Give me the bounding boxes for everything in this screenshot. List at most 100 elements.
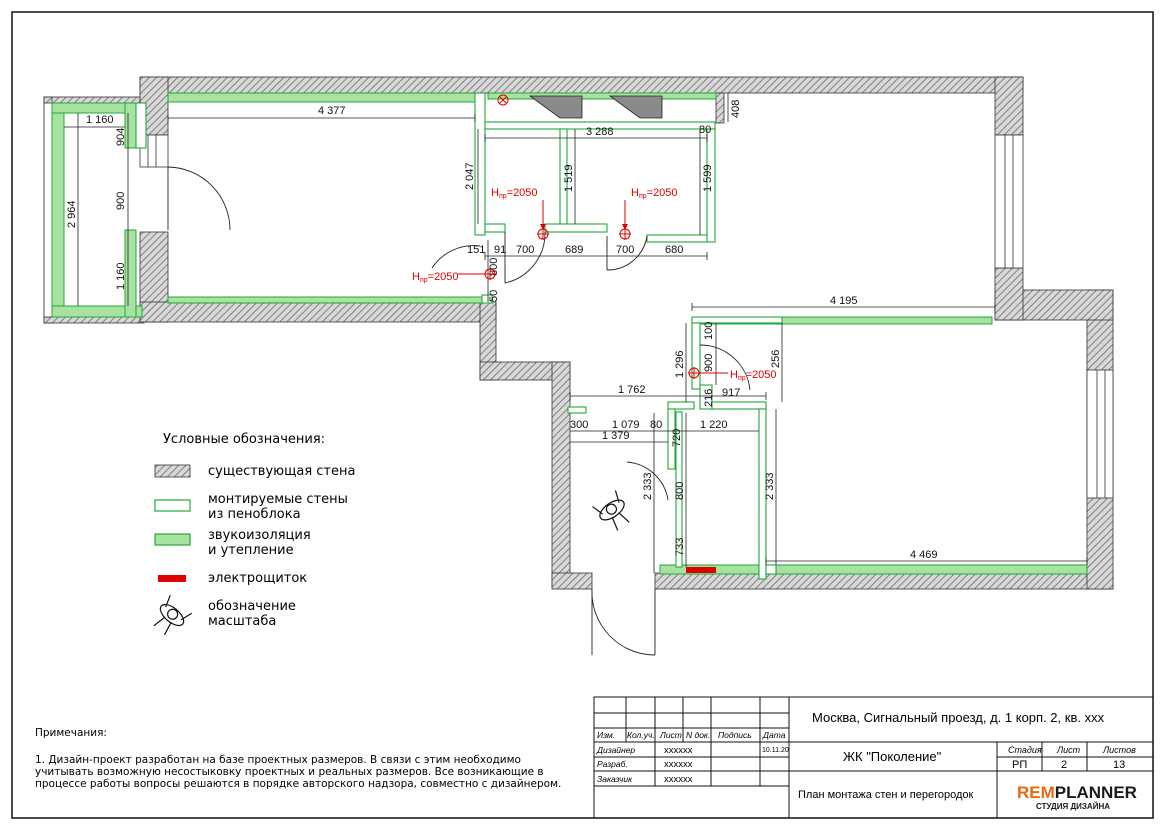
legend-label-new-wall-1: монтируемые стены [208, 492, 348, 507]
dim-4195: 4 195 [830, 295, 858, 307]
tb-header-izm: Изм. [597, 730, 615, 740]
height-marker-1: Hпр=2050 [491, 187, 549, 240]
tb-address: Москва, Сигнальный проезд, д. 1 корп. 2,… [812, 710, 1105, 725]
dim-80-top: 80 [699, 124, 711, 136]
legend-title: Условные обозначения: [163, 432, 325, 447]
dim-151: 151 [467, 244, 485, 256]
tb-stage-label: Стадия [1008, 745, 1042, 755]
tb-role-client: Заказчик [597, 774, 633, 784]
dim-300: 300 [570, 419, 588, 431]
height-marker-2: Hпр=2050 [619, 187, 678, 240]
dim-1160-bottom: 1 160 [115, 262, 127, 290]
remplanner-logo: REMPLANNER СТУДИЯ ДИЗАЙНА [1017, 783, 1137, 811]
existing-walls [43, 76, 1114, 590]
svg-text:REMPLANNER: REMPLANNER [1017, 783, 1137, 802]
tb-sheets: 13 [1113, 759, 1125, 771]
dim-1379: 1 379 [602, 430, 630, 442]
dim-4377: 4 377 [318, 105, 346, 117]
dim-800-b: 800 [674, 482, 686, 500]
notes: Примечания: 1. Дизайн-проект разработан … [35, 727, 561, 790]
legend: Условные обозначения: существующая стена… [153, 432, 355, 636]
dimension-labels: 4 377 1 160 904 900 2 964 1 160 3 288 80… [66, 100, 938, 561]
tb-name-developer: xxxxxx [664, 759, 693, 770]
dim-3288: 3 288 [586, 126, 614, 138]
dim-2964: 2 964 [66, 200, 78, 228]
legend-scale-icon [153, 595, 193, 636]
insulation [51, 92, 1088, 575]
tb-drawing-title: План монтажа стен и перегородок [798, 789, 973, 801]
tb-role-developer: Разраб. [597, 759, 628, 769]
dim-80-b: 80 [650, 419, 662, 431]
tb-header-date: Дата [762, 730, 786, 740]
dim-2333-a: 2 333 [642, 472, 654, 500]
dim-100: 100 [703, 322, 715, 340]
dim-408: 408 [730, 100, 742, 118]
new-walls [135, 92, 783, 580]
kitchen-fixtures [497, 94, 663, 119]
legend-label-panel: электрощиток [208, 571, 307, 586]
legend-swatch-panel [158, 575, 186, 582]
dim-1220: 1 220 [700, 419, 728, 431]
dim-900-b: 900 [703, 354, 715, 372]
notes-line-3: процессе работы вопросы решаются в поряд… [35, 778, 561, 790]
tb-header-kolvo: Кол.уч. [627, 730, 655, 740]
height-marker-3: Hпр=2050 [412, 268, 496, 284]
dim-800-a: 800 [488, 258, 500, 276]
dim-1519: 1 519 [563, 164, 575, 192]
dim-720: 720 [671, 429, 683, 447]
dim-1160-top: 1 160 [86, 114, 114, 126]
dim-904: 904 [115, 128, 127, 146]
dim-2333-b: 2 333 [764, 472, 776, 500]
doors [167, 166, 751, 656]
dim-1762: 1 762 [618, 384, 646, 396]
tb-header-list: Лист [659, 730, 682, 740]
dim-1296: 1 296 [674, 350, 686, 378]
dim-917: 917 [722, 387, 740, 399]
legend-label-scale-2: масштаба [208, 614, 276, 629]
dim-733: 733 [674, 538, 686, 556]
title-block: Изм. Кол.уч. Лист N док. Подпись Дата Ди… [593, 696, 1154, 819]
dim-50: 50 [488, 290, 500, 302]
dimension-lines [64, 93, 1088, 573]
tb-name-client: xxxxxx [664, 774, 693, 785]
sheet-frame [11, 11, 1154, 819]
svg-text:Hпр=2050: Hпр=2050 [631, 187, 678, 200]
scale-figure-icon [592, 490, 630, 531]
height-markers: Hпр=2050 Hпр=2050 Hпр=2050 Hпр=2050 [412, 187, 777, 382]
tb-role-designer: Дизайнер [596, 745, 635, 755]
notes-line-2: учитывать возможную несостыковку проектн… [35, 766, 544, 778]
tb-name-designer: xxxxxx [664, 745, 693, 756]
tb-sheet-label: Лист [1056, 745, 1081, 755]
tb-header-doc: N док. [686, 730, 710, 740]
notes-line-1: 1. Дизайн-проект разработан на базе прое… [35, 754, 521, 766]
electrical-panel [686, 567, 716, 573]
tb-sheets-label: Листов [1102, 745, 1136, 755]
tb-project: ЖК "Поколение" [843, 749, 942, 764]
svg-text:Hпр=2050: Hпр=2050 [491, 187, 538, 200]
legend-swatch-insulation [154, 533, 191, 546]
svg-text:СТУДИЯ ДИЗАЙНА: СТУДИЯ ДИЗАЙНА [1036, 802, 1110, 811]
height-marker-4: Hпр=2050 [688, 367, 777, 382]
dim-216: 216 [703, 389, 715, 407]
dim-256: 256 [770, 350, 782, 368]
dim-900-left: 900 [115, 192, 127, 210]
dim-700-b: 700 [616, 244, 634, 256]
dim-1599: 1 599 [702, 164, 714, 192]
tb-sheet: 2 [1061, 759, 1067, 771]
svg-text:Hпр=2050: Hпр=2050 [412, 271, 459, 284]
tb-header-signature: Подпись [718, 730, 752, 740]
legend-label-scale-1: обозначение [208, 599, 296, 614]
dim-689: 689 [565, 244, 583, 256]
windows [43, 102, 1114, 499]
tb-stage: РП [1012, 759, 1027, 771]
legend-label-new-wall-2: из пеноблока [208, 507, 301, 522]
legend-label-insulation-1: звукоизоляция [208, 528, 311, 543]
notes-title: Примечания: [35, 727, 107, 739]
dim-4469: 4 469 [910, 549, 938, 561]
dim-700-a: 700 [516, 244, 534, 256]
legend-label-insulation-2: и утепление [208, 543, 294, 558]
dim-2047: 2 047 [464, 162, 476, 190]
tb-date-designer: 10.11.20 [762, 747, 789, 754]
